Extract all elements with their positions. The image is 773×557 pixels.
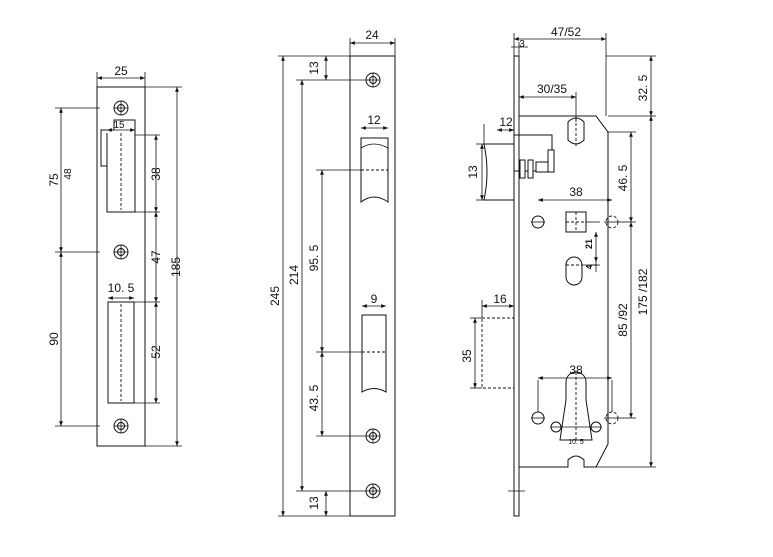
centre-distance-label: 85 /92 — [616, 303, 630, 337]
faceplate-bottom-offset-label: 13 — [307, 496, 321, 510]
faceplate-latch-width-label: 12 — [367, 113, 381, 127]
strike-dim-47-label: 47 — [149, 250, 163, 264]
faceplate-screw-span-label: 214 — [287, 265, 301, 285]
middle-slot — [565, 256, 583, 286]
cylinder-right-hole — [604, 411, 620, 425]
strike-bolt-window — [107, 301, 135, 404]
dim-46-label: 46. 5 — [616, 164, 630, 191]
face-thickness-label: 3 — [519, 39, 525, 50]
backset-label: 47/52 — [551, 25, 581, 39]
latch-bolt — [483, 143, 515, 201]
faceplate-bolt-width-label: 9 — [371, 292, 378, 306]
spindle-right-hole — [604, 215, 620, 229]
strike-latch-window — [100, 119, 136, 213]
lock-case-outline — [519, 115, 609, 468]
faceplate-latch-window — [360, 137, 389, 204]
faceplate-screw-bottom — [365, 483, 381, 499]
strike-dim-185-label: 185 — [169, 257, 183, 277]
strike-plate-outline — [96, 86, 146, 447]
strike-dim-75-label: 75 — [47, 173, 61, 187]
strike-screw-middle — [113, 244, 129, 260]
faceplate-width-label: 24 — [365, 28, 379, 42]
faceplate-bolt-window — [361, 314, 387, 393]
faceplate-dim-95-label: 95. 5 — [307, 244, 321, 271]
strike-dim-52-label: 52 — [149, 345, 163, 359]
spindle-spacing-label: 38 — [569, 185, 583, 199]
strike-screw-top — [113, 100, 129, 116]
latch-height-label: 13 — [466, 165, 480, 179]
lock-faceplate-strip — [513, 55, 520, 517]
strike-width-label: 25 — [114, 64, 128, 78]
body-height-label: 175 /182 — [636, 268, 650, 315]
faceplate-length-label: 245 — [268, 286, 282, 306]
strike-plate-view: 25 15 10. 5 75 48 90 38 47 52 185 — [47, 64, 183, 447]
lock-body-view: 47/52 3 30/35 32. 5 12 13 46. 5 38 — [460, 25, 656, 517]
strike-screw-bottom — [113, 418, 129, 434]
strike-dim-48-label: 48 — [63, 168, 74, 180]
dim-21-label: 21 — [584, 239, 594, 249]
faceplate-screw-top — [365, 72, 381, 88]
cylinder-width-label: 10. 5 — [568, 439, 584, 446]
latch-length-label: 12 — [499, 115, 513, 129]
strike-bolt-width-label: 10. 5 — [108, 281, 135, 295]
faceplate-view: 24 12 9 13 13 245 214 95. 5 43. 5 — [268, 28, 396, 517]
upper-slot — [567, 117, 585, 145]
strike-dim-38-label: 38 — [149, 167, 163, 181]
bolt-throw-label: 16 — [493, 292, 507, 306]
inner-backset-label: 30/35 — [537, 82, 567, 96]
faceplate-dim-43-label: 43. 5 — [307, 384, 321, 411]
dim-4-label: 4 — [585, 264, 594, 269]
bolt-height-label: 35 — [460, 349, 474, 363]
faceplate-top-offset-label: 13 — [307, 61, 321, 75]
top-dim-label: 32. 5 — [636, 74, 650, 101]
faceplate-screw-middle — [365, 428, 381, 444]
strike-dim-90-label: 90 — [47, 332, 61, 346]
strike-window-width-label: 15 — [113, 120, 125, 131]
faceplate-outline — [349, 55, 396, 517]
cylinder-spacing-label: 38 — [569, 363, 583, 377]
deadbolt-outline — [481, 317, 515, 389]
